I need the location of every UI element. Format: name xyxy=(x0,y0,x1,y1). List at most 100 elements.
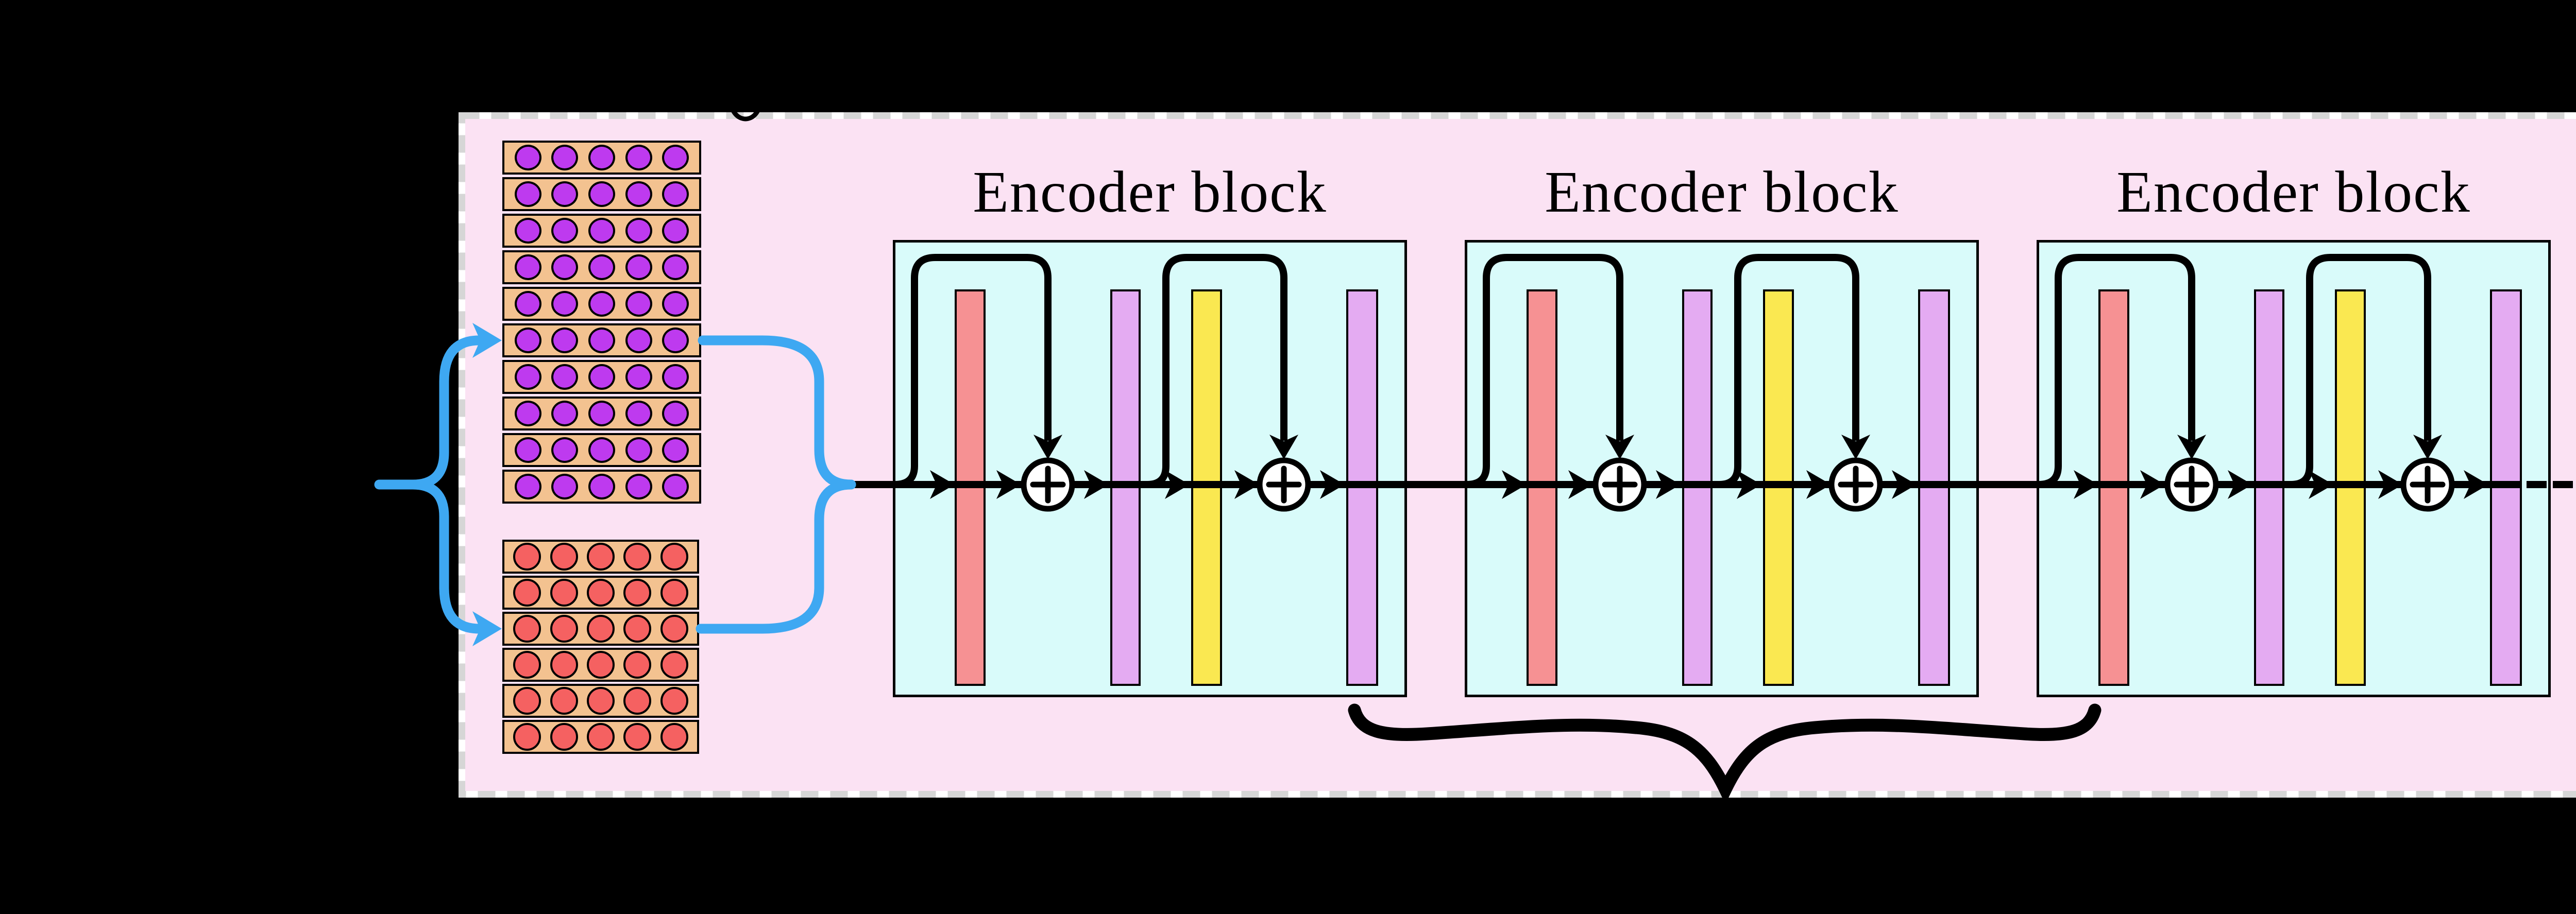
arrow-right-icon xyxy=(1234,470,1259,499)
segment-embedding-matrix xyxy=(502,540,699,756)
token-embedding-cell xyxy=(662,181,689,207)
embedding-row xyxy=(502,648,699,682)
token-embedding-cell xyxy=(625,437,652,463)
segment-embedding-cell xyxy=(586,543,615,571)
token-embedding-cell xyxy=(625,254,652,280)
plus-icon xyxy=(2410,465,2446,504)
segment-embedding-cell xyxy=(513,723,541,751)
segment-embedding-cell xyxy=(550,543,578,571)
token-embedding-cell xyxy=(662,254,689,280)
embedding-row xyxy=(502,396,701,430)
segment-embedding-cell xyxy=(660,651,688,679)
segment-embedding-cell xyxy=(623,723,652,751)
embedding-row xyxy=(502,576,699,610)
repeat-underbrace xyxy=(1348,703,2102,804)
arrow-right-icon xyxy=(2074,470,2098,499)
token-embedding-cell xyxy=(514,401,541,426)
token-embedding-cell xyxy=(551,437,579,463)
segment-embedding-cell xyxy=(623,579,652,607)
encoder-block-title: Encoder block xyxy=(1545,159,1899,225)
embedding-row xyxy=(502,323,701,357)
token-embedding-cell xyxy=(514,474,541,499)
residual-skip-path xyxy=(1719,254,1859,488)
segment-embedding-cell xyxy=(586,723,615,751)
arrow-right-icon xyxy=(2464,470,2488,499)
token-embedding-cell xyxy=(514,364,541,390)
arrow-right-icon xyxy=(2378,470,2403,499)
arrow-down-icon xyxy=(1269,435,1298,459)
plus-icon xyxy=(1266,465,1302,504)
token-embedding-cell xyxy=(588,218,615,244)
arrow-down-icon xyxy=(1841,435,1870,459)
arrow-right-icon xyxy=(1656,470,1681,499)
token-embedding-cell xyxy=(662,291,689,317)
embedding-row xyxy=(502,540,699,574)
token-embedding-cell xyxy=(662,401,689,426)
token-embedding-cell xyxy=(551,181,579,207)
token-embedding-cell xyxy=(551,364,579,390)
token-embedding-cell xyxy=(551,327,579,353)
token-embedding-cell xyxy=(625,327,652,353)
arrow-right-icon xyxy=(1737,470,1761,499)
token-embedding-cell xyxy=(625,218,652,244)
embedding-row xyxy=(502,250,701,284)
token-embedding-cell xyxy=(662,437,689,463)
arrow-right-icon xyxy=(1568,470,1593,499)
segment-embedding-cell xyxy=(513,579,541,607)
embedding-row xyxy=(502,177,701,211)
embedding-row xyxy=(502,287,701,321)
container-dashed-border xyxy=(459,112,2576,798)
segment-embedding-cell xyxy=(586,615,615,643)
segment-embedding-cell xyxy=(513,687,541,715)
embedding-row xyxy=(502,214,701,248)
encoder-block-title: Encoder block xyxy=(973,159,1327,225)
segment-embedding-cell xyxy=(660,723,688,751)
segment-embedding-cell xyxy=(660,579,688,607)
token-embedding-cell xyxy=(588,254,615,280)
segment-embedding-cell xyxy=(623,615,652,643)
plus-icon xyxy=(1602,465,1638,504)
stray-glyph-fragment xyxy=(728,78,763,122)
plus-icon xyxy=(2174,465,2210,504)
embedding-row xyxy=(502,433,701,467)
token-embedding-cell xyxy=(514,437,541,463)
embedding-row xyxy=(502,141,701,175)
token-embedding-cell xyxy=(514,291,541,317)
input-brace xyxy=(374,335,484,634)
segment-embedding-cell xyxy=(586,687,615,715)
token-embedding-cell xyxy=(662,474,689,499)
arrow-right-icon xyxy=(1806,470,1831,499)
token-embedding-cell xyxy=(625,474,652,499)
arrow-right-icon xyxy=(2140,470,2165,499)
segment-embedding-cell xyxy=(550,651,578,679)
arrow-right-icon xyxy=(472,611,502,646)
segment-embedding-cell xyxy=(623,651,652,679)
token-embedding-cell xyxy=(588,291,615,317)
token-embedding-cell xyxy=(514,181,541,207)
segment-embedding-cell xyxy=(550,615,578,643)
merge-brace xyxy=(696,335,856,634)
token-embedding-cell xyxy=(551,218,579,244)
token-embedding-cell xyxy=(588,474,615,499)
segment-embedding-cell xyxy=(660,543,688,571)
arrow-down-icon xyxy=(2413,435,2442,459)
segment-embedding-cell xyxy=(660,687,688,715)
segment-embedding-cell xyxy=(623,543,652,571)
arrow-right-icon xyxy=(1892,470,1917,499)
arrow-down-icon xyxy=(2177,435,2206,459)
residual-skip-path xyxy=(1147,254,1287,488)
token-embedding-cell xyxy=(588,437,615,463)
token-embedding-cell xyxy=(514,254,541,280)
plus-icon xyxy=(1838,465,1874,504)
arrow-right-icon xyxy=(472,323,502,358)
token-embedding-cell xyxy=(662,364,689,390)
residual-skip-path xyxy=(894,254,1052,488)
residual-skip-path xyxy=(2291,254,2431,488)
token-embedding-cell xyxy=(625,181,652,207)
arrow-right-icon xyxy=(2309,470,2333,499)
segment-embedding-cell xyxy=(513,543,541,571)
token-embedding-cell xyxy=(662,218,689,244)
token-embedding-cell xyxy=(588,364,615,390)
arrow-right-icon xyxy=(2228,470,2252,499)
